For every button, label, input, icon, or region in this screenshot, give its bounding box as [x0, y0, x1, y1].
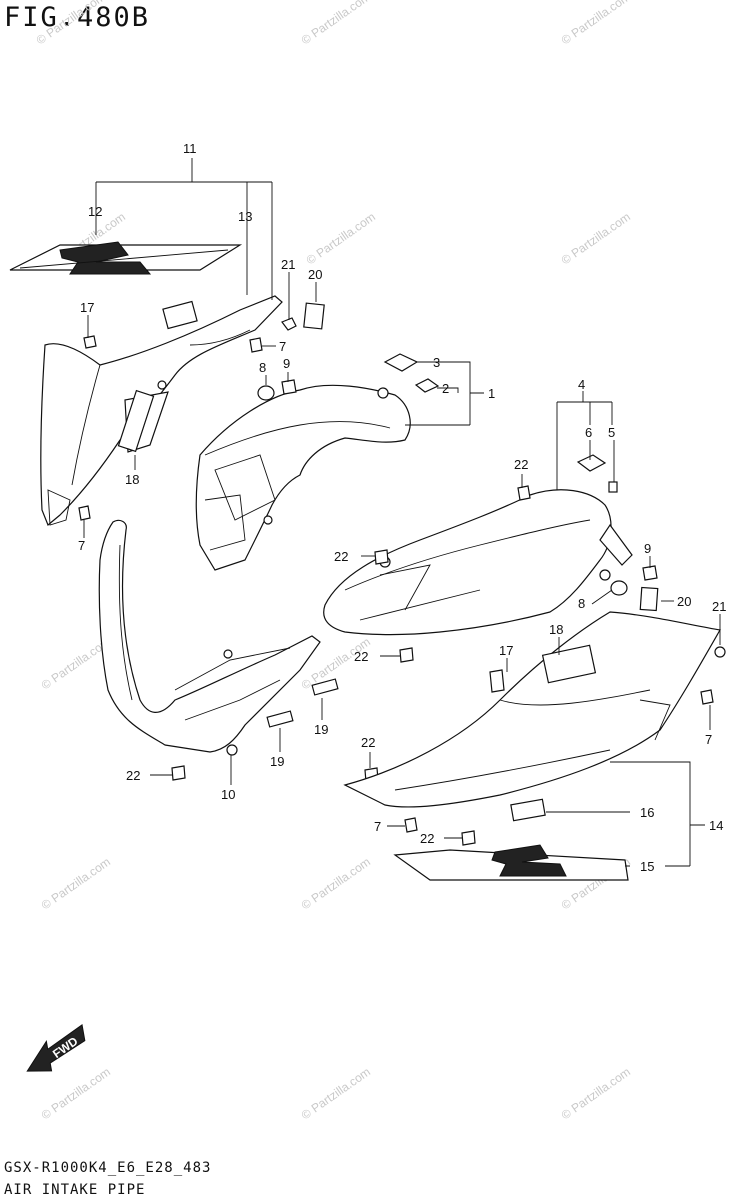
- watermark: © Partzilla.com: [39, 855, 113, 913]
- air-intake-pipe-4: [323, 489, 633, 636]
- watermark: © Partzilla.com: [299, 855, 373, 913]
- callout-18: 18: [125, 472, 139, 487]
- callout-20: 20: [677, 594, 691, 609]
- watermark: © Partzilla.com: [299, 0, 373, 47]
- watermark: © Partzilla.com: [559, 210, 633, 268]
- label-3: [383, 353, 419, 372]
- bolt-9-upper: [281, 379, 297, 395]
- watermark: © Partzilla.com: [304, 210, 378, 268]
- grommet-8-upper: [257, 385, 275, 401]
- figure-title: FIG.480B: [4, 2, 151, 33]
- nut-7-upper: [249, 337, 263, 353]
- callout-22: 22: [126, 768, 140, 783]
- callout-7: 7: [279, 339, 286, 354]
- watermark: © Partzilla.com: [559, 0, 633, 47]
- callout-22: 22: [334, 549, 348, 564]
- label-13: [162, 300, 198, 330]
- screw-17-upper: [83, 335, 97, 349]
- label-18-right: [541, 644, 597, 684]
- callout-13: 13: [238, 209, 252, 224]
- label-18-left: [117, 389, 155, 453]
- decal-15: [393, 844, 629, 881]
- callout-9: 9: [644, 541, 651, 556]
- callout-19: 19: [270, 754, 284, 769]
- label-5: [608, 481, 618, 493]
- label-20-right: [639, 586, 659, 612]
- callout-15: 15: [640, 859, 654, 874]
- callout-7: 7: [705, 732, 712, 747]
- clip-22-d: [171, 765, 186, 781]
- screw-17-right: [489, 669, 505, 693]
- lower-panel-10: [98, 519, 321, 756]
- callout-22: 22: [361, 735, 375, 750]
- callout-7: 7: [78, 538, 85, 553]
- callout-22: 22: [420, 831, 434, 846]
- callout-11: 11: [183, 141, 197, 156]
- air-intake-pipe-1: [195, 384, 411, 571]
- callout-16: 16: [640, 805, 654, 820]
- clip-22-c: [399, 647, 414, 663]
- watermark: © Partzilla.com: [559, 1065, 633, 1123]
- callout-19: 19: [314, 722, 328, 737]
- bolt-9-right: [642, 565, 658, 581]
- clip-22-b: [374, 549, 389, 565]
- section-name: AIR INTAKE PIPE: [4, 1182, 146, 1198]
- callout-1: 1: [488, 386, 495, 401]
- callout-21: 21: [712, 599, 726, 614]
- label-16: [510, 798, 546, 822]
- label-20-upper: [303, 302, 325, 330]
- nut-7-lower: [404, 817, 418, 833]
- callout-17: 17: [80, 300, 94, 315]
- nut-7-left: [78, 505, 91, 521]
- callout-17: 17: [499, 643, 513, 658]
- label-19-upper: [311, 678, 339, 696]
- grommet-8-right: [610, 580, 628, 596]
- callout-22: 22: [514, 457, 528, 472]
- callout-9: 9: [283, 356, 290, 371]
- callout-labels: 11 12 13 21 20 17 7 3 8 9 2 1 4 6 5 22 1…: [78, 141, 726, 874]
- callout-4: 4: [578, 377, 585, 392]
- label-19-lower: [266, 710, 294, 728]
- watermark: © Partzilla.com: [299, 1065, 373, 1123]
- callout-12: 12: [88, 204, 102, 219]
- fwd-arrow-icon: FWD: [26, 1024, 86, 1072]
- label-2: [414, 378, 440, 393]
- right-side-cover-14: [343, 611, 721, 808]
- callout-8: 8: [578, 596, 585, 611]
- decal-12: [9, 241, 243, 275]
- callout-21: 21: [281, 257, 295, 272]
- watermark: © Partzilla.com: [39, 1065, 113, 1123]
- callout-10: 10: [221, 787, 235, 802]
- callout-14: 14: [709, 818, 723, 833]
- model-code: GSX-R1000K4_E6_E28_483: [4, 1160, 212, 1176]
- callout-8: 8: [259, 360, 266, 375]
- label-6: [576, 454, 607, 472]
- callout-22: 22: [354, 649, 368, 664]
- callout-3: 3: [433, 355, 440, 370]
- callout-2: 2: [442, 381, 449, 396]
- nut-7-right: [700, 689, 714, 705]
- grommet-21-right: [714, 646, 726, 658]
- clip-22-a: [517, 485, 531, 501]
- callout-18: 18: [549, 622, 563, 637]
- clip-22-f: [461, 830, 476, 846]
- watermark: © Partzilla.com: [34, 0, 108, 47]
- callout-7: 7: [374, 819, 381, 834]
- callout-6: 6: [585, 425, 592, 440]
- callout-20: 20: [308, 267, 322, 282]
- leader-lines: [83, 158, 721, 867]
- callout-5: 5: [608, 425, 615, 440]
